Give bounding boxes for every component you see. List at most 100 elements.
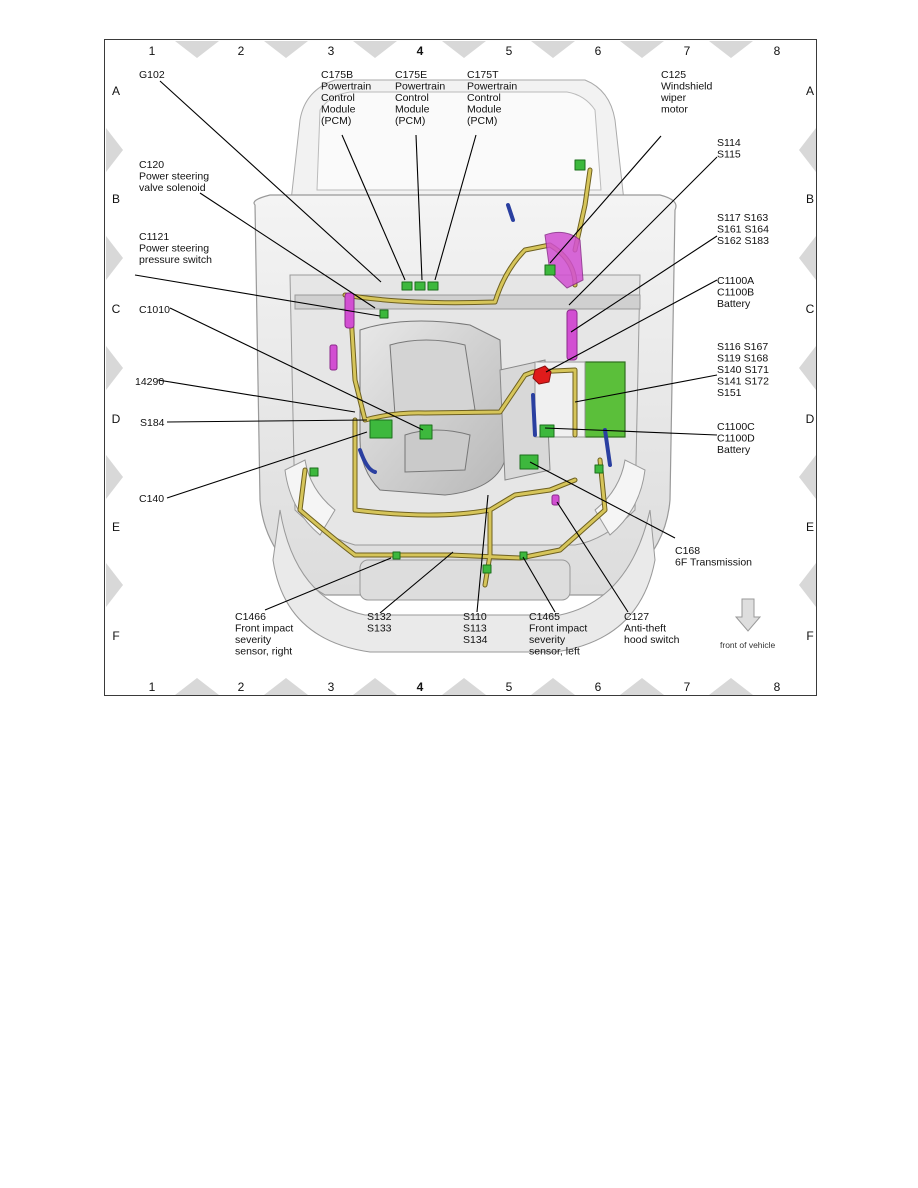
chevron-top-6 — [620, 41, 664, 58]
callout-c168-line-1: C168 — [675, 545, 700, 557]
callout-c175t-line-4: Module — [467, 104, 502, 116]
grid-chevrons-left — [106, 128, 123, 607]
callout-s116-line-5: S151 — [717, 387, 742, 399]
chevron-top-1 — [175, 41, 219, 58]
callout-c175e-line-1: C175E — [395, 69, 427, 81]
callout-s132-line-1: S132 — [367, 611, 392, 623]
callout-c175t-line-1: C175T — [467, 69, 499, 81]
callout-s184: S184 — [140, 417, 165, 429]
chevron-right-3 — [799, 346, 816, 390]
column-label-bottom-5: 5 — [506, 680, 513, 694]
chevron-top-3 — [353, 41, 397, 58]
callout-c125-line-2: Windshield — [661, 81, 713, 93]
callout-s110-line-3: S134 — [463, 634, 488, 646]
row-label-right-C: C — [806, 302, 815, 316]
chevron-left-5 — [106, 563, 123, 607]
column-label-bottom-7: 7 — [684, 680, 691, 694]
callout-c127-line-2: Anti-theft — [624, 623, 666, 635]
chevron-left-2 — [106, 236, 123, 280]
callout-s116-line-2: S119 S168 — [717, 353, 768, 365]
callout-c120-line-3: valve solenoid — [139, 182, 206, 194]
row-label-right-D: D — [806, 412, 815, 426]
chevron-bottom-1 — [175, 678, 219, 695]
row-label-right-A: A — [806, 84, 814, 98]
row-label-left-A: A — [112, 84, 120, 98]
callout-c1465-line-1: C1465 — [529, 611, 560, 623]
callout-c1465-line-4: sensor, left — [529, 646, 580, 658]
callout-s116-line-4: S141 S172 — [717, 376, 769, 388]
callout-g102-line-1: G102 — [139, 69, 165, 81]
grid-chevrons-top — [175, 41, 753, 58]
callout-c168-line-2: 6F Transmission — [675, 557, 752, 569]
row-label-right-F: F — [806, 629, 813, 643]
callout-c140-line-1: C140 — [139, 493, 164, 505]
callout-c1121-line-3: pressure switch — [139, 254, 212, 266]
callout-c1010-line-1: C1010 — [139, 304, 170, 316]
row-label-left-B: B — [112, 192, 120, 206]
callout-c120-line-1: C120 — [139, 159, 164, 171]
callout-c1100a-line-2: C1100B — [717, 287, 754, 299]
callout-front: front of vehicle — [720, 640, 776, 650]
column-label-bottom-4: 4 — [417, 680, 424, 694]
callout-c127-line-3: hood switch — [624, 634, 680, 646]
column-label-top-6: 6 — [595, 44, 602, 58]
leader-lines — [134, 80, 718, 614]
chevron-top-7 — [709, 41, 753, 58]
chevron-right-1 — [799, 128, 816, 172]
chevron-bottom-5 — [531, 678, 575, 695]
callout-c1010: C1010 — [139, 304, 170, 316]
callout-c175t-line-5: (PCM) — [467, 115, 497, 127]
chevron-top-5 — [531, 41, 575, 58]
callout-c125-line-3: wiper — [660, 92, 687, 104]
column-label-bottom-2: 2 — [238, 680, 245, 694]
callout-c175b-line-1: C175B — [321, 69, 353, 81]
column-label-top-8: 8 — [774, 44, 781, 58]
callout-c1466-line-4: sensor, right — [235, 646, 292, 658]
callout-c125-line-4: motor — [661, 104, 688, 116]
row-label-left-E: E — [112, 520, 120, 534]
callout-n14290: 14290 — [135, 376, 164, 388]
callout-c1466-line-2: Front impact — [235, 623, 293, 635]
chevron-top-4 — [442, 41, 486, 58]
callout-c127-line-1: C127 — [624, 611, 649, 623]
callout-c1466-line-1: C1466 — [235, 611, 266, 623]
column-label-bottom-1: 1 — [149, 680, 156, 694]
callout-c1465-line-3: severity — [529, 634, 566, 646]
callout-c140: C140 — [139, 493, 164, 505]
callout-s114-line-2: S115 — [717, 149, 741, 161]
wiring-harness — [297, 159, 612, 588]
column-label-bottom-3: 3 — [328, 680, 335, 694]
chevron-left-3 — [106, 346, 123, 390]
chevron-bottom-2 — [264, 678, 308, 695]
callout-c120-line-2: Power steering — [139, 171, 209, 183]
grid-chevrons-right — [799, 128, 816, 607]
chevron-bottom-4 — [442, 678, 486, 695]
callout-c125-line-1: C125 — [661, 69, 686, 81]
front-arrow-icon — [734, 598, 762, 632]
callout-front-line-1: front of vehicle — [720, 640, 776, 650]
callout-s117-line-2: S161 S164 — [717, 224, 769, 236]
callout-c175b-line-5: (PCM) — [321, 115, 351, 127]
callout-s116-line-1: S116 S167 — [717, 341, 768, 353]
callout-c1121-line-2: Power steering — [139, 243, 209, 255]
callout-c175e-line-3: Control — [395, 92, 429, 104]
chevron-left-1 — [106, 128, 123, 172]
column-label-bottom-8: 8 — [774, 680, 781, 694]
callout-c1466-line-3: severity — [235, 634, 272, 646]
column-label-bottom-6: 6 — [595, 680, 602, 694]
callout-c175e-line-2: Powertrain — [395, 81, 445, 93]
callout-c175b-line-2: Powertrain — [321, 81, 371, 93]
callout-c1100a-line-1: C1100A — [717, 275, 754, 287]
